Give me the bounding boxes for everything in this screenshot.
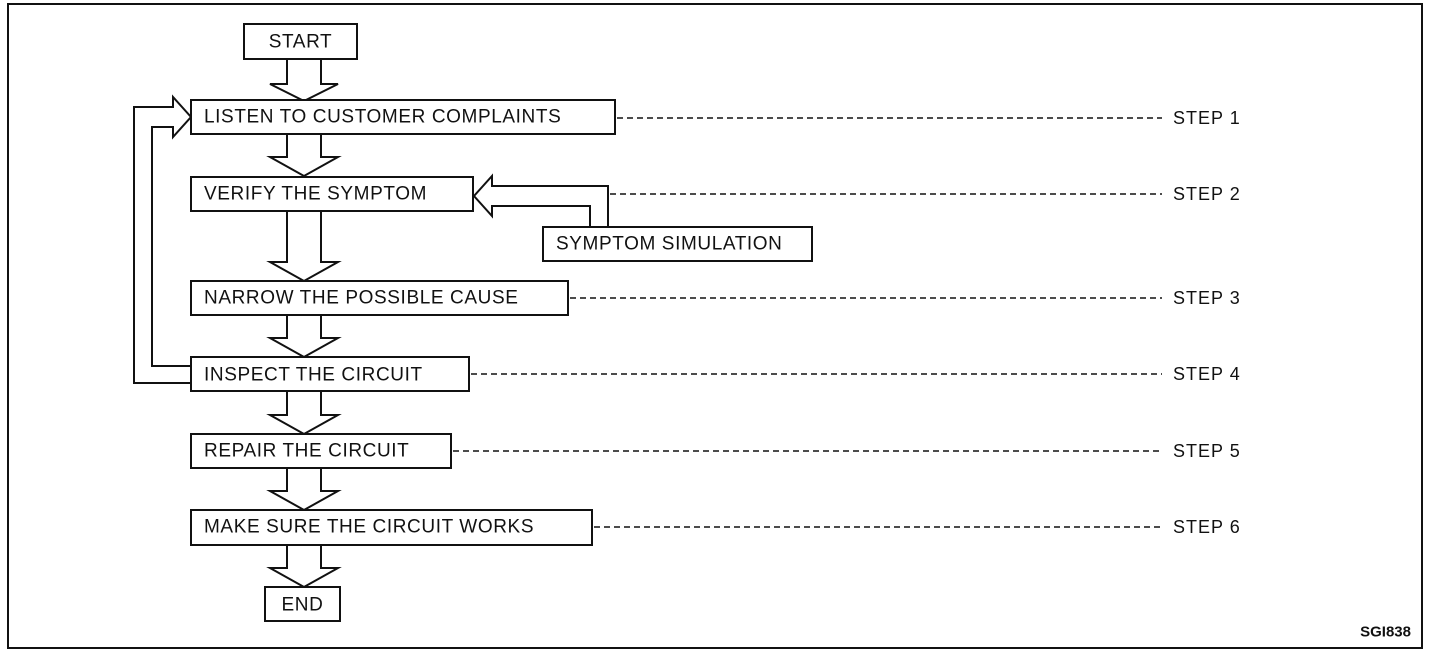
arrow-step5-to-step6 xyxy=(266,466,342,512)
step1-number: STEP 1 xyxy=(1173,108,1241,128)
step5-label: REPAIR THE CIRCUIT xyxy=(204,441,409,462)
side-arrow-simulation-to-verify xyxy=(472,173,609,229)
diagram-frame xyxy=(7,3,1423,649)
step4-box: INSPECT THE CIRCUIT xyxy=(190,356,470,392)
symptom-simulation-box: SYMPTOM SIMULATION xyxy=(542,226,813,262)
arrow-step3-to-step4 xyxy=(266,313,342,359)
step4-number: STEP 4 xyxy=(1173,364,1241,384)
step2-label: VERIFY THE SYMPTOM xyxy=(204,184,427,205)
start-node: START xyxy=(243,23,358,60)
step4-label: INSPECT THE CIRCUIT xyxy=(204,365,423,386)
loop-arrow-step4-to-step1 xyxy=(133,94,193,384)
step2-number: STEP 2 xyxy=(1173,184,1241,204)
arrow-step2-to-step3 xyxy=(266,210,342,283)
step1-label: LISTEN TO CUSTOMER COMPLAINTS xyxy=(204,107,561,128)
symptom-simulation-label: SYMPTOM SIMULATION xyxy=(556,234,783,255)
figure-code: SGI838 xyxy=(1360,624,1411,641)
arrow-step6-to-end xyxy=(266,544,342,589)
step6-number: STEP 6 xyxy=(1173,517,1241,537)
arrow-step4-to-step5 xyxy=(266,390,342,436)
step1-box: LISTEN TO CUSTOMER COMPLAINTS xyxy=(190,99,616,135)
step3-label: NARROW THE POSSIBLE CAUSE xyxy=(204,288,519,309)
step2-box: VERIFY THE SYMPTOM xyxy=(190,176,474,212)
arrow-step1-to-step2 xyxy=(266,132,342,178)
step3-number: STEP 3 xyxy=(1173,288,1241,308)
step3-box: NARROW THE POSSIBLE CAUSE xyxy=(190,280,569,316)
start-label: START xyxy=(269,32,333,53)
step5-box: REPAIR THE CIRCUIT xyxy=(190,433,452,469)
end-label: END xyxy=(282,595,324,616)
step6-box: MAKE SURE THE CIRCUIT WORKS xyxy=(190,509,593,546)
end-node: END xyxy=(264,586,341,622)
arrow-start-to-step1 xyxy=(269,58,339,103)
step6-label: MAKE SURE THE CIRCUIT WORKS xyxy=(204,517,534,538)
step5-number: STEP 5 xyxy=(1173,441,1241,461)
